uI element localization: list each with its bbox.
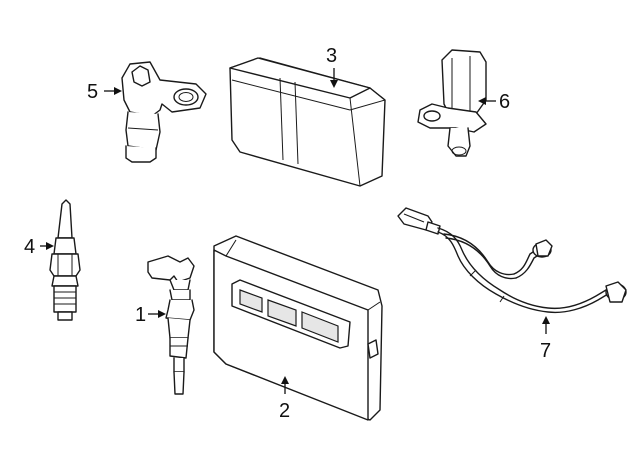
callout-5-leader	[104, 87, 122, 95]
callout-7: 7	[540, 340, 551, 362]
engine-control-module-icon	[213, 235, 383, 421]
callout-3-leader	[330, 68, 338, 88]
callout-2-leader	[281, 376, 289, 394]
callout-1: 1	[135, 304, 146, 326]
callout-6: 6	[499, 91, 510, 113]
callout-4: 4	[24, 236, 35, 258]
control-module-box-icon	[229, 57, 386, 187]
spark-plug-icon	[49, 199, 81, 321]
callout-4-leader	[40, 242, 54, 250]
callout-6-leader	[478, 97, 496, 105]
callout-3: 3	[326, 45, 337, 67]
callout-7-leader	[542, 316, 550, 334]
crankshaft-position-sensor-icon	[417, 49, 487, 157]
callout-2: 2	[279, 400, 290, 422]
camshaft-position-sensor-icon	[121, 61, 207, 163]
callout-5: 5	[87, 81, 98, 103]
knock-sensor-harness-icon	[397, 207, 627, 314]
callout-1-leader	[148, 310, 166, 318]
ignition-coil-icon	[147, 255, 195, 395]
